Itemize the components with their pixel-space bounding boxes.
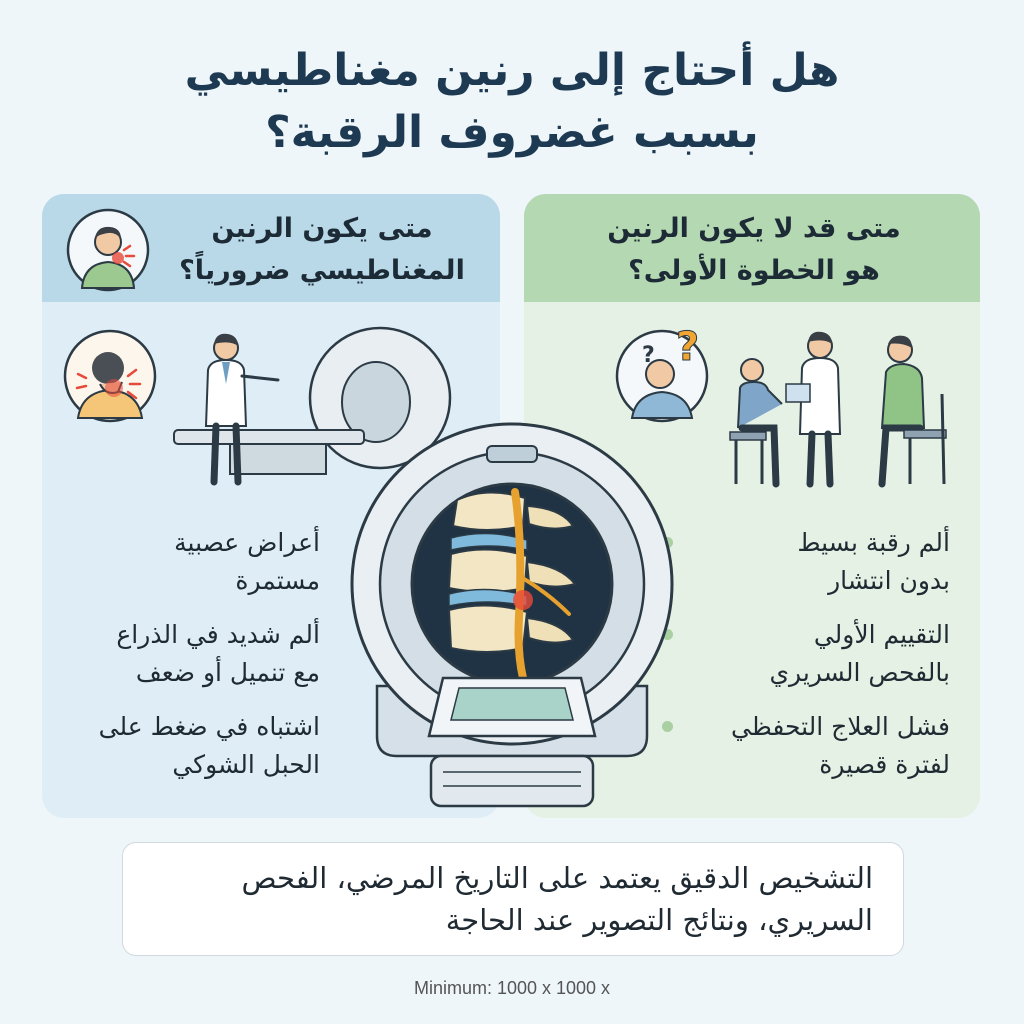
list-item-line-2: مع تنميل أو ضعف: [135, 658, 320, 687]
list-item-line-1: اشتباه في ضغط على: [98, 712, 320, 741]
mri-not-first-step-header: متى قد لا يكون الرنين هو الخطوة الأولى؟: [524, 194, 980, 302]
list-item-line-1: التقييم الأولي: [813, 620, 950, 649]
summary-box: التشخيص الدقيق يعتمد على التاريخ المرضي،…: [122, 842, 904, 956]
list-item-line-2: لفترة قصيرة: [819, 750, 950, 779]
bullet-dot-icon: [662, 721, 673, 732]
list-item-line-1: ألم شديد في الذراع: [116, 620, 320, 649]
list-item-line-2: بالفحص السريري: [769, 658, 950, 687]
page-title: هل أحتاج إلى رنين مغناطيسي بسبب غضروف ال…: [0, 40, 1024, 164]
svg-text:?: ?: [676, 328, 699, 370]
list-item-line-2: بدون انتشار: [828, 566, 950, 595]
mri-spine-scanner-illustration: [350, 422, 674, 808]
mri-not-first-step-heading-line-1: متى قد لا يكون الرنين: [607, 213, 901, 244]
mri-necessary-heading-line-2: المغناطيسي ضرورياً؟: [179, 255, 465, 286]
list-item-line-1: ألم رقبة بسيط: [797, 528, 950, 557]
doctor-consultation-illustration: [729, 331, 947, 488]
bullet-dot-icon: [662, 629, 673, 640]
list-item: اشتباه في ضغط على الحبل الشوكي: [42, 708, 320, 784]
mri-necessary-heading-line-1: متى يكون الرنين: [211, 213, 433, 244]
summary-line-1: التشخيص الدقيق يعتمد على التاريخ المرضي،…: [241, 861, 873, 895]
neck-pain-closeup-icon: [63, 329, 157, 423]
mri-not-first-step-heading-line-2: هو الخطوة الأولى؟: [628, 255, 880, 286]
neck-pain-person-icon: [66, 208, 150, 292]
question-person-icon: ? ?: [615, 328, 709, 423]
svg-text:?: ?: [642, 343, 655, 368]
list-item-line-1: أعراض عصبية: [174, 528, 320, 557]
list-item-line-2: مستمرة: [235, 566, 320, 595]
list-item: أعراض عصبية مستمرة: [42, 524, 320, 600]
list-item-line-1: فشل العلاج التحفظي: [731, 712, 950, 741]
doctor-mri-scanner-illustration: [173, 326, 452, 486]
mri-necessary-header: متى يكون الرنين المغناطيسي ضرورياً؟: [42, 194, 500, 302]
title-line-1: هل أحتاج إلى رنين مغناطيسي: [184, 45, 840, 96]
list-item: ألم رقبة بسيط بدون انتشار: [662, 524, 950, 600]
mri-necessary-list: أعراض عصبية مستمرة ألم شديد في الذراع مع…: [42, 524, 320, 800]
list-item: ألم شديد في الذراع مع تنميل أو ضعف: [42, 616, 320, 692]
list-item: التقييم الأولي بالفحص السريري: [662, 616, 950, 692]
mri-necessary-heading: متى يكون الرنين المغناطيسي ضرورياً؟: [152, 208, 492, 292]
summary-line-2: السريري، ونتائج التصوير عند الحاجة: [445, 903, 873, 937]
list-item-line-2: الحبل الشوكي: [172, 750, 320, 779]
mri-not-first-step-list: ألم رقبة بسيط بدون انتشار التقييم الأولي…: [662, 524, 950, 800]
title-line-2: بسبب غضروف الرقبة؟: [265, 107, 759, 158]
mri-not-first-step-heading: متى قد لا يكون الرنين هو الخطوة الأولى؟: [544, 208, 964, 292]
list-item: فشل العلاج التحفظي لفترة قصيرة: [662, 708, 950, 784]
footnote: Minimum: 1000 x 1000 x: [413, 978, 611, 998]
